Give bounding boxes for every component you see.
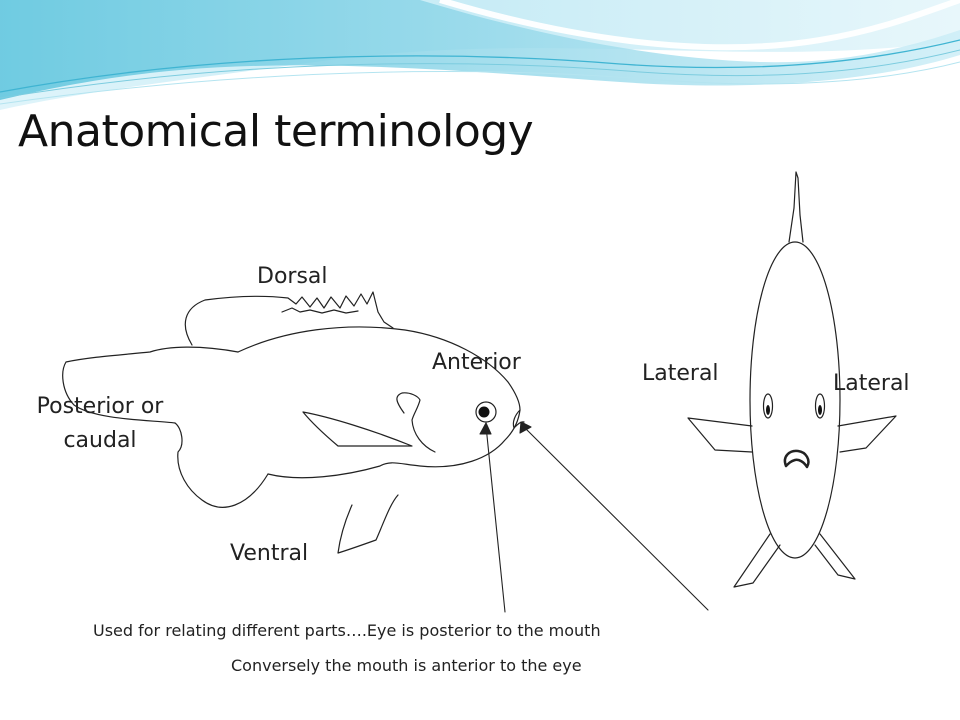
wave-banner [0, 0, 960, 110]
fish-pupil [478, 406, 490, 418]
fish-tail-lower [174, 422, 269, 508]
arrow-to-mouth [522, 425, 709, 611]
fish-body-outline [237, 326, 521, 479]
front-right-pelvic-fin [814, 533, 856, 580]
label-lateral-right: Lateral [833, 371, 910, 396]
caption-line-1: Used for relating different parts….Eye i… [93, 621, 601, 640]
label-posterior: Posterior or caudal [36, 394, 164, 453]
label-anterior: Anterior [432, 350, 521, 375]
front-right-pupil [818, 405, 822, 415]
fish-tail-upper [62, 346, 239, 424]
front-left-pectoral-fin [687, 417, 753, 453]
label-ventral: Ventral [230, 541, 309, 566]
arrow-to-eye [485, 425, 506, 613]
fish-dorsal-fin-base [281, 307, 359, 314]
arrowhead-mouth [519, 421, 532, 434]
pointer-arrows [479, 421, 709, 613]
fish-side-view-icon [62, 291, 525, 554]
fish-dorsal-fin [184, 291, 394, 346]
front-right-pectoral-fin [837, 415, 897, 453]
caption-line-2: Conversely the mouth is anterior to the … [231, 656, 582, 675]
banner-line-2 [0, 49, 960, 99]
fish-anal-fin [337, 494, 399, 554]
arrowhead-eye [479, 422, 492, 435]
slide-title: Anatomical terminology [18, 106, 534, 157]
front-left-pupil [766, 405, 770, 415]
fish-front-view-icon [687, 171, 897, 588]
fish-gill-cover [396, 392, 436, 453]
fish-pelvic-fin [302, 411, 413, 447]
front-mouth [783, 449, 810, 469]
label-lateral-left: Lateral [642, 361, 719, 386]
front-dorsal-spine [788, 171, 804, 243]
front-left-pelvic-fin [733, 533, 781, 588]
front-body-outline [749, 241, 841, 559]
banner-crest [439, 0, 960, 51]
banner-line-3 [0, 61, 960, 105]
banner-line-1 [0, 39, 960, 93]
label-dorsal: Dorsal [257, 264, 328, 289]
